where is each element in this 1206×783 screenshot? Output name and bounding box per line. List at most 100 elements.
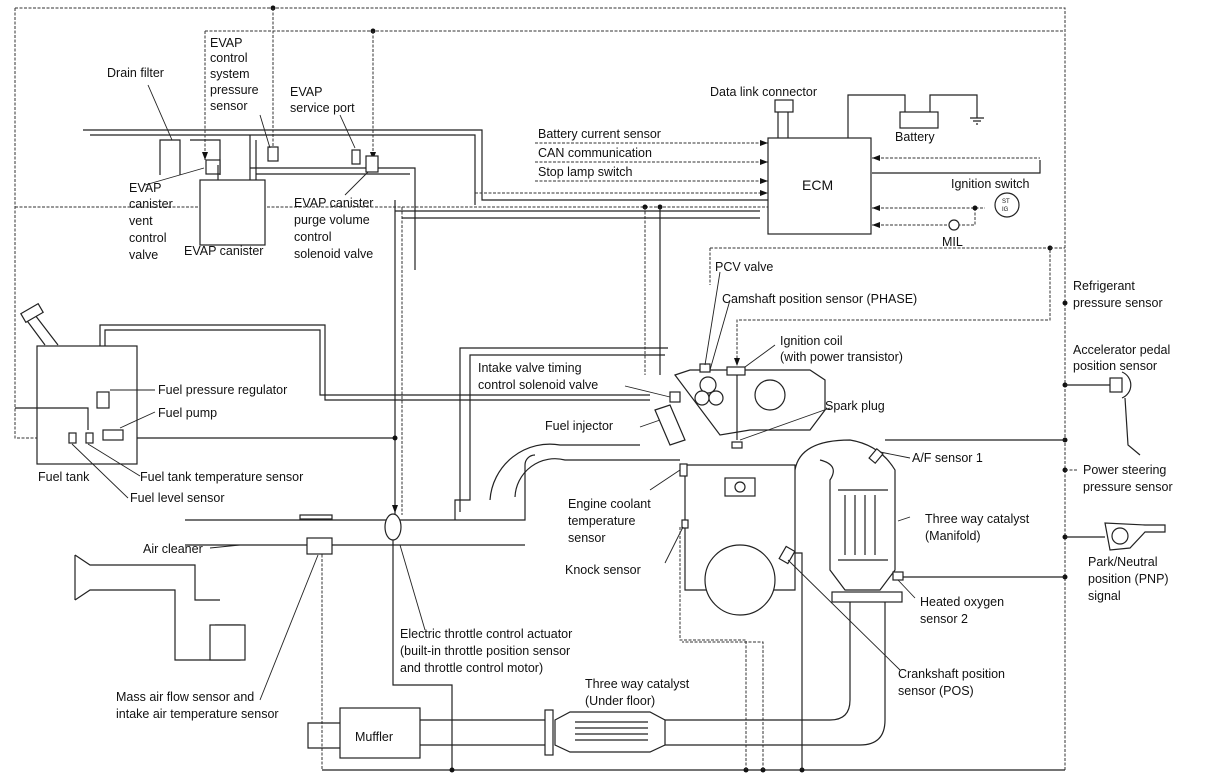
diagram-label: Mass air flow sensor and bbox=[116, 690, 254, 704]
label-ecm: ECM bbox=[802, 177, 833, 193]
diagram-label: Engine coolant bbox=[568, 497, 651, 511]
label-evap-canister: EVAP canister bbox=[184, 244, 263, 258]
label-fuel-pressure-regulator: Fuel pressure regulator bbox=[158, 383, 287, 397]
engine-block bbox=[307, 271, 916, 759]
diagram-label: temperature bbox=[568, 514, 635, 528]
diagram-label: Power steering bbox=[1083, 463, 1166, 477]
coolant-sensor-icon bbox=[679, 463, 688, 477]
diagram-label: valve bbox=[129, 248, 158, 262]
evap-system bbox=[144, 84, 760, 270]
label-spark-plug: Spark plug bbox=[825, 399, 885, 413]
diagram-label: Three way catalyst bbox=[925, 512, 1030, 526]
diagram-label: Intake valve timing bbox=[478, 361, 582, 375]
mil-lamp-icon bbox=[948, 219, 960, 231]
diagram-label: position (PNP) bbox=[1088, 572, 1169, 586]
fuel-system bbox=[15, 302, 650, 499]
diagram-label: Accelerator pedal bbox=[1073, 343, 1170, 357]
diagram-label: EVAP bbox=[129, 181, 161, 195]
diagram-label: sensor (POS) bbox=[898, 684, 974, 698]
diagram-label: position sensor bbox=[1073, 359, 1157, 373]
fuel-tank-temp-sensor-icon bbox=[85, 432, 94, 444]
label-knock-sensor: Knock sensor bbox=[565, 563, 641, 577]
diagram-label: Electric throttle control actuator bbox=[400, 627, 572, 641]
label-battery: Battery bbox=[895, 130, 935, 144]
label-fuel-injector: Fuel injector bbox=[545, 419, 613, 433]
evap-pressure-sensor-icon bbox=[267, 146, 279, 162]
evap-vent-valve-icon bbox=[205, 159, 221, 175]
diagram-label: pressure bbox=[210, 83, 259, 97]
diagram-label: EVAP bbox=[290, 85, 322, 99]
diagram-label: (with power transistor) bbox=[780, 350, 903, 364]
knock-sensor-icon bbox=[681, 519, 689, 529]
catalyst-underfloor-icon bbox=[554, 711, 666, 753]
label-mil: MIL bbox=[942, 235, 963, 249]
spark-plug-icon bbox=[731, 441, 743, 449]
diagram-label: sensor bbox=[568, 531, 606, 545]
label-stop-lamp-switch: Stop lamp switch bbox=[538, 165, 633, 179]
diagram-label: (built-in throttle position sensor bbox=[400, 644, 570, 658]
diagram-label: Crankshaft position bbox=[898, 667, 1005, 681]
maf-sensor-icon bbox=[306, 537, 333, 555]
crankshaft-icon bbox=[704, 544, 776, 616]
label-camshaft-sensor: Camshaft position sensor (PHASE) bbox=[722, 292, 917, 306]
diagram-label: Three way catalyst bbox=[585, 677, 690, 691]
label-fuel-tank: Fuel tank bbox=[38, 470, 90, 484]
diagram-label: vent bbox=[129, 214, 153, 228]
diagram-label: solenoid valve bbox=[294, 247, 373, 261]
label-drain-filter: Drain filter bbox=[107, 66, 164, 80]
fuel-level-sensor-icon bbox=[68, 432, 77, 444]
data-link-connector-icon bbox=[774, 99, 794, 113]
diagram-label: ST bbox=[1002, 199, 1010, 205]
diagram-label: Ignition coil bbox=[780, 334, 843, 348]
label-ignition-switch: Ignition switch bbox=[951, 177, 1030, 191]
diagram-label: purge volume bbox=[294, 213, 370, 227]
diagram-label: sensor 2 bbox=[920, 612, 968, 626]
diagram-label: control bbox=[129, 231, 167, 245]
accelerator-pedal-icon bbox=[1109, 371, 1141, 456]
diagram-label: control bbox=[210, 51, 248, 65]
diagram-label: (Under floor) bbox=[585, 694, 655, 708]
diagram-label: service port bbox=[290, 101, 355, 115]
af-sensor-icon bbox=[868, 447, 884, 465]
fuel-tank-icon bbox=[36, 345, 138, 465]
diagram-label: IG bbox=[1002, 207, 1009, 213]
heated-o2-sensor-icon bbox=[892, 571, 904, 581]
diagram-label: EVAP bbox=[210, 36, 242, 50]
crankshaft-sensor-icon bbox=[778, 545, 796, 565]
diagram-label: control bbox=[294, 230, 332, 244]
ignition-coil-icon bbox=[726, 366, 746, 376]
label-can-communication: CAN communication bbox=[538, 146, 652, 160]
intake-system bbox=[74, 347, 680, 701]
label-air-cleaner: Air cleaner bbox=[143, 542, 203, 556]
diagram-label: control solenoid valve bbox=[478, 378, 598, 392]
muffler-icon bbox=[339, 707, 421, 759]
fuel-injector-icon bbox=[654, 404, 686, 446]
label-af-sensor: A/F sensor 1 bbox=[912, 451, 983, 465]
ecm-box bbox=[767, 137, 872, 235]
label-fuel-tank-temp-sensor: Fuel tank temperature sensor bbox=[140, 470, 303, 484]
label-data-link-connector: Data link connector bbox=[710, 85, 817, 99]
label-fuel-pump: Fuel pump bbox=[158, 406, 217, 420]
throttle-body-icon bbox=[384, 513, 402, 541]
evap-purge-valve-icon bbox=[365, 155, 379, 173]
diagram-label: Park/Neutral bbox=[1088, 555, 1157, 569]
diagram-label: sensor bbox=[210, 99, 248, 113]
diagram-label: pressure sensor bbox=[1083, 480, 1173, 494]
label-battery-current-sensor: Battery current sensor bbox=[538, 127, 661, 141]
evap-service-port-icon bbox=[351, 149, 361, 165]
pnp-switch-icon bbox=[1104, 522, 1166, 551]
diagram-label: EVAP canister bbox=[294, 196, 373, 210]
diagram-label: pressure sensor bbox=[1073, 296, 1163, 310]
diagram-label: system bbox=[210, 67, 250, 81]
diagram-label: and throttle control motor) bbox=[400, 661, 543, 675]
diagram-label: Heated oxygen bbox=[920, 595, 1004, 609]
label-muffler: Muffler bbox=[355, 730, 393, 744]
diagram-label: signal bbox=[1088, 589, 1121, 603]
diagram-label: (Manifold) bbox=[925, 529, 981, 543]
intake-valve-solenoid-icon bbox=[669, 391, 681, 403]
battery-icon bbox=[899, 111, 939, 129]
wiring-harness bbox=[14, 5, 1110, 773]
label-pcv-valve: PCV valve bbox=[715, 260, 773, 274]
labels: Drain filter EVAP control system pressur… bbox=[38, 36, 1173, 744]
